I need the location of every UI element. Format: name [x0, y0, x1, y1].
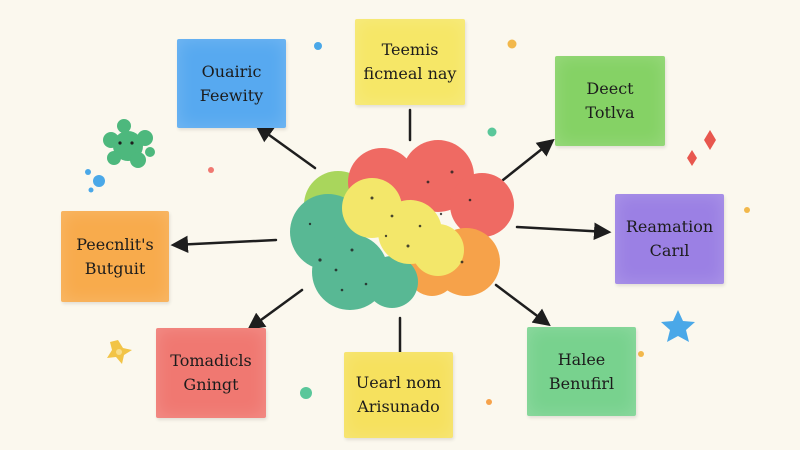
splat-icon — [103, 119, 155, 168]
node-top-center[interactable]: Teemis ficmeal nay — [355, 19, 465, 105]
node-line-1: Teemis — [381, 40, 439, 59]
node-line-2: Arisunado — [357, 397, 440, 416]
node-bottom-right[interactable]: Halee Benufirl — [527, 327, 636, 416]
dot-icon — [85, 39, 750, 405]
node-line-2: Totlva — [585, 103, 635, 122]
node-mid-left[interactable]: Peecnlit's Butguit — [61, 211, 169, 302]
node-line-1: Halee — [557, 349, 606, 369]
flower-icon — [107, 340, 132, 364]
node-line-2: Carıl — [649, 241, 690, 260]
arrow-to-top-left — [255, 124, 317, 170]
node-line-1: Deect — [586, 79, 634, 98]
arrow-to-mid-left — [170, 235, 278, 254]
node-mid-right[interactable]: Reamation Carıl — [615, 194, 724, 284]
node-bottom-center[interactable]: Uearl nom Arisunado — [344, 352, 453, 438]
arrow-to-bottom-right — [494, 283, 551, 327]
node-line-2: ficmeal nay — [363, 64, 457, 83]
node-line-2: Gningt — [183, 375, 239, 394]
node-bottom-left[interactable]: Tomadicls Gningt — [156, 328, 266, 418]
node-line-1: Ouairic — [201, 61, 262, 81]
sparkle-icon — [687, 130, 716, 166]
node-line-1: Tomadicls — [170, 351, 252, 370]
node-line-2: Butguit — [84, 258, 146, 278]
arrow-to-top-right — [501, 138, 555, 182]
node-line-2: Feewity — [199, 85, 264, 105]
node-line-1: Reamation — [625, 217, 714, 236]
connector-arrows — [170, 108, 612, 359]
node-line-1: Peecnlit's — [76, 234, 154, 254]
node-top-left[interactable]: Ouairic Feewity — [177, 39, 286, 128]
center-cloud-icon — [290, 140, 514, 310]
star-icon — [661, 310, 695, 342]
node-line-1: Uearl nom — [355, 373, 442, 392]
node-top-right[interactable]: Deect Totlva — [555, 56, 665, 146]
arrow-to-bottom-left — [247, 288, 304, 331]
node-line-2: Benufirl — [548, 373, 615, 393]
arrow-to-mid-right — [515, 222, 612, 240]
